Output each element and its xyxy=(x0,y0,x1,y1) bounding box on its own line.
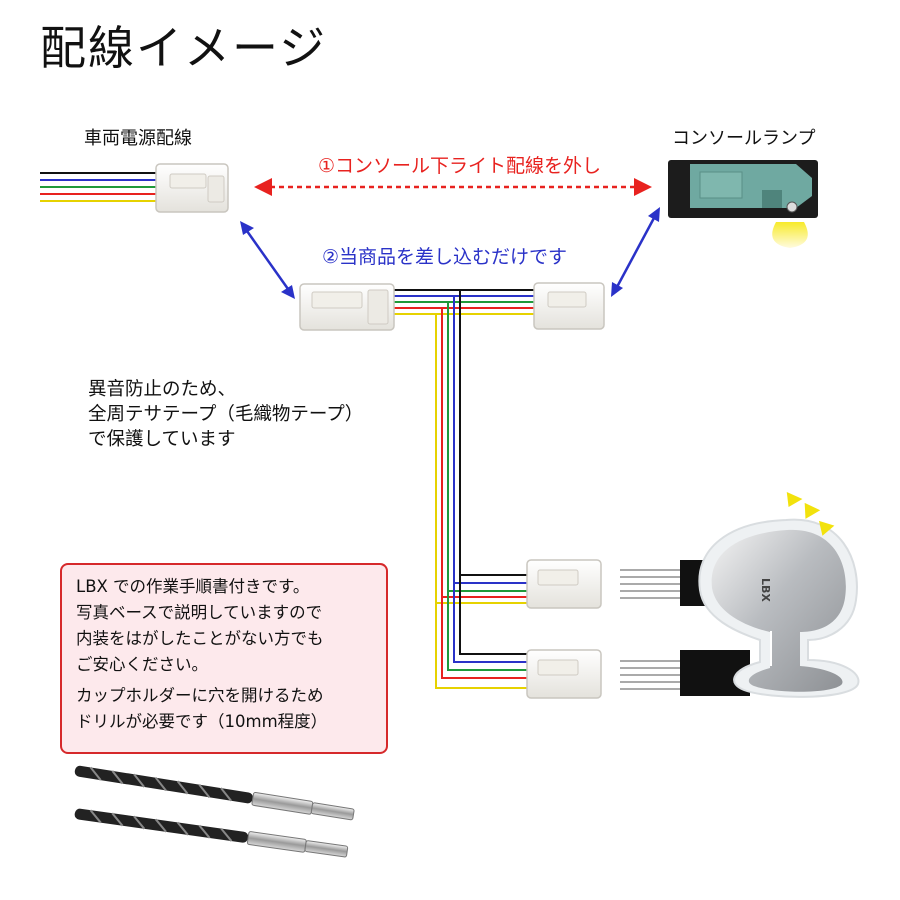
vehicle-power-wires xyxy=(40,172,158,202)
led-light-plate: LBX xyxy=(620,491,860,698)
tape-note-line: 全周テサテープ（毛織物テープ） xyxy=(88,404,364,425)
step2-label: ②当商品を差し込むだけです xyxy=(322,246,568,268)
tape-note: 異音防止のため、 全周テサテープ（毛織物テープ） で保護しています xyxy=(88,377,363,452)
branch-connector-2 xyxy=(526,649,602,699)
vehicle-wiring-label: 車両電源配線 xyxy=(84,128,192,149)
yellow-light-icon xyxy=(772,222,808,248)
drill-note-line: カップホルダーに穴を開けるため xyxy=(76,686,324,705)
step2-left-double-arrow-icon xyxy=(240,221,295,299)
info-line: 内装をはがしたことがない方でも xyxy=(76,629,324,648)
page-title: 配線イメージ xyxy=(40,21,328,75)
tape-note-line: で保護しています xyxy=(88,429,236,450)
manual-info-box: LBX での作業手順書付きです。 写真ベースで説明していますので 内装をはがした… xyxy=(60,563,388,754)
drill-bit-icon xyxy=(74,765,355,858)
step2-right-double-arrow-icon xyxy=(611,207,660,297)
console-lamp-label: コンソールランプ xyxy=(672,128,816,149)
harness-top-wires xyxy=(392,289,540,315)
info-line: ご安心ください。 xyxy=(76,655,208,674)
branch-connector-1 xyxy=(526,559,602,609)
drill-note-line: ドリルが必要です（10mm程度） xyxy=(76,712,328,731)
harness-branch-wires xyxy=(435,290,530,689)
step1-label: ①コンソール下ライト配線を外し xyxy=(318,155,602,177)
plate-logo-text: LBX xyxy=(759,578,772,602)
console-lamp xyxy=(668,160,818,248)
info-line: 写真ベースで説明していますので xyxy=(76,603,323,622)
vehicle-connector xyxy=(155,163,229,213)
step1-double-arrow-icon xyxy=(254,178,652,196)
light-rays-icon xyxy=(786,491,835,536)
info-line: LBX での作業手順書付きです。 xyxy=(76,577,310,596)
tape-note-line: 異音防止のため、 xyxy=(88,379,237,400)
product-connector-male xyxy=(299,283,395,331)
product-connector-female xyxy=(533,282,605,330)
